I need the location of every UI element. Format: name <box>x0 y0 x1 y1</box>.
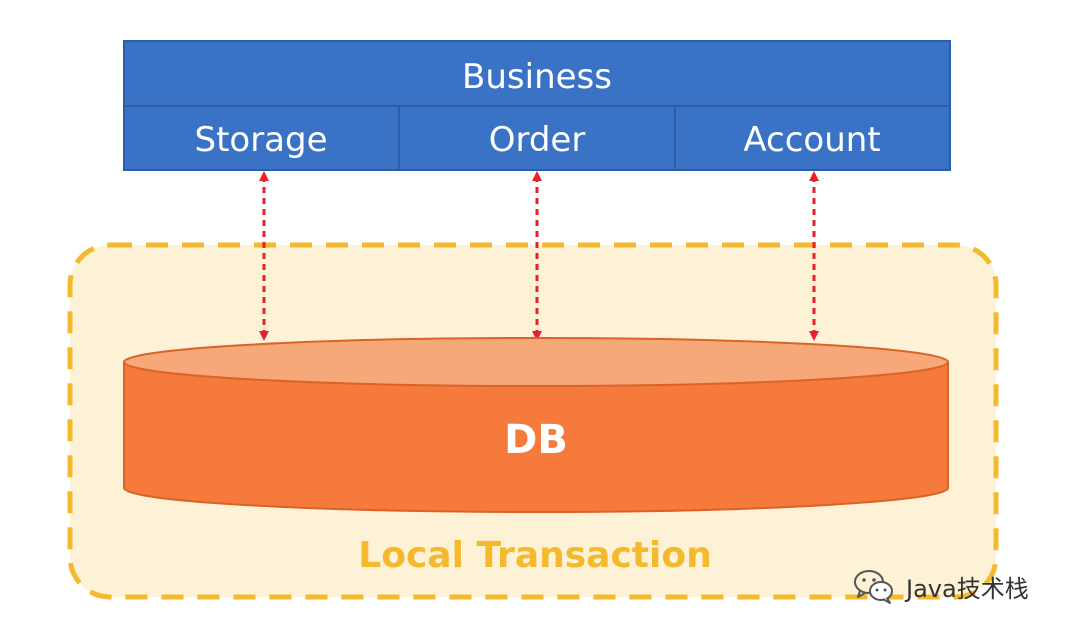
service-order-label: Order <box>489 120 586 160</box>
service-storage-label: Storage <box>194 120 327 160</box>
wechat-icon <box>854 570 893 604</box>
watermark-text: Java技术栈 <box>906 574 1029 603</box>
service-account <box>674 105 951 171</box>
database-cylinder: DB <box>123 337 949 513</box>
business-title: Business <box>462 57 612 97</box>
business-block: Business Storage Order Account <box>123 40 951 171</box>
service-storage <box>123 105 400 171</box>
local-transaction-label: Local Transaction <box>358 535 711 576</box>
db-body <box>123 361 949 513</box>
service-account-label: Account <box>743 120 880 160</box>
business-header <box>123 40 951 107</box>
db-label: DB <box>504 417 568 463</box>
watermark: Java技术栈 <box>852 566 1029 606</box>
db-top <box>123 337 949 387</box>
service-order <box>398 105 676 171</box>
